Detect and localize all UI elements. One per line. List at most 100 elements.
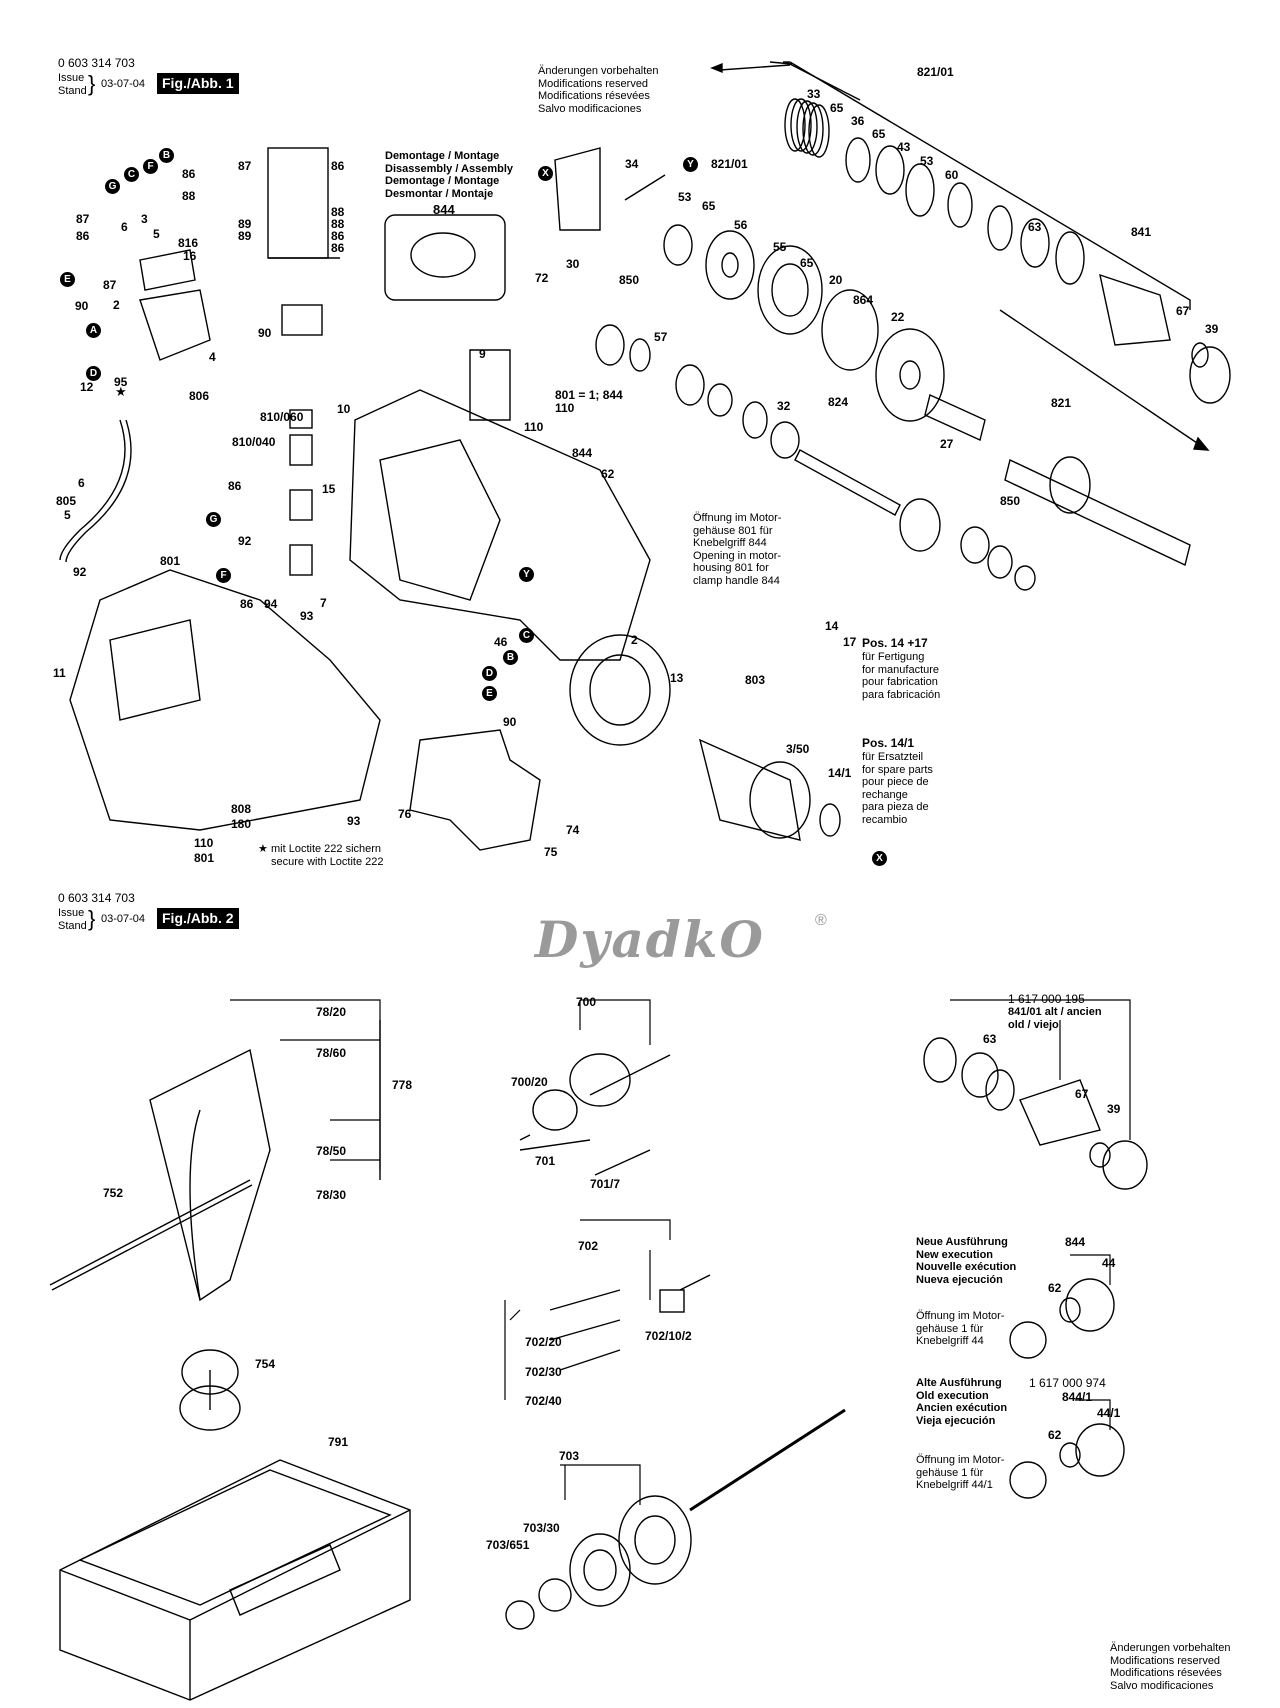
part-label: 754	[255, 1357, 276, 1371]
part-label: 78/20	[316, 1005, 347, 1019]
badge-c-motor: C	[519, 628, 534, 643]
part-label: 844	[1065, 1235, 1086, 1249]
part-label: 39	[1107, 1102, 1121, 1116]
part-label: 702/20	[525, 1335, 562, 1349]
part-label: 7	[320, 596, 327, 610]
part-label: 808	[231, 802, 252, 816]
part-label: 17	[843, 635, 857, 649]
part-label: 87	[76, 212, 90, 226]
pos14-1-title: Pos. 14/1	[862, 736, 915, 750]
part-label: 55	[773, 240, 787, 254]
part-label: 821/01	[917, 65, 954, 79]
part-label: 88	[182, 189, 196, 203]
part-label: 63	[1028, 220, 1042, 234]
part-label: 2	[113, 298, 120, 312]
part-label: 39	[1205, 322, 1219, 336]
opening-note-fig1: Öffnung im Motor- gehäuse 801 für Knebel…	[693, 512, 782, 587]
part-label: 65	[800, 256, 814, 270]
pos14-17-title: Pos. 14 +17	[862, 636, 928, 650]
part-label: 67	[1176, 304, 1190, 318]
part-label: 63	[983, 1032, 997, 1046]
part-label: 701/7	[590, 1177, 621, 1191]
part-label: 74	[566, 823, 580, 837]
loctite-star-95: ★	[115, 384, 127, 399]
part-label: 86	[228, 479, 242, 493]
part-label: 816	[178, 236, 199, 250]
badge-x: X	[538, 166, 553, 181]
part-label: 850	[619, 273, 640, 287]
badge-f: F	[143, 159, 158, 174]
part-label: 95	[114, 375, 128, 389]
part-label: 9	[479, 347, 486, 361]
part-label: 90	[258, 326, 272, 340]
part-label: 43	[897, 140, 911, 154]
part-label: 701	[535, 1154, 556, 1168]
part-label: 110	[194, 836, 214, 850]
loctite-star: ★	[258, 843, 268, 855]
part-label: 65	[872, 127, 886, 141]
part-label: 67	[1075, 1087, 1089, 1101]
part-label: 86	[240, 597, 254, 611]
part-label: 62	[601, 467, 615, 481]
part-label: 92	[238, 534, 252, 548]
part-label: 801	[194, 851, 215, 865]
issue-label-fig1: Issue Stand	[58, 72, 87, 97]
old-execution-title: Alte Ausführung Old execution Ancien exé…	[916, 1377, 1008, 1427]
part-label: 88	[331, 217, 345, 231]
disassembly-part: 844	[433, 202, 455, 217]
part-label: 86	[331, 229, 345, 243]
part-label: 78/50	[316, 1144, 347, 1158]
part-label: 93	[300, 609, 314, 623]
part-label: 3/50	[786, 742, 810, 756]
part-label: 20	[829, 273, 843, 287]
part-label: 93	[347, 814, 361, 828]
part-label: 90	[503, 715, 517, 729]
old-part-description: 841/01 alt / ancien old / viejo	[1008, 1006, 1102, 1031]
badge-b: B	[159, 148, 174, 163]
part-label: 14/1	[828, 766, 852, 780]
part-label: 94	[264, 597, 278, 611]
part-label: 841	[1131, 225, 1152, 239]
badge-g-brush: G	[206, 512, 221, 527]
modifications-note-bottom: Änderungen vorbehalten Modifications res…	[1110, 1642, 1231, 1692]
part-label: 88	[331, 205, 345, 219]
watermark-registered: ®	[815, 912, 827, 929]
brace-fig2: }	[88, 906, 96, 931]
part-label: 75	[544, 845, 558, 859]
pos14-1-text: für Ersatzteil for spare parts pour piec…	[862, 751, 933, 826]
part-label: 4	[209, 350, 216, 364]
part-label: 5	[153, 227, 160, 241]
badge-f-brush: F	[216, 568, 231, 583]
part-label: 60	[945, 168, 959, 182]
part-label: 700	[576, 995, 597, 1009]
part-label: 821/01	[711, 157, 748, 171]
badge-a: A	[86, 323, 101, 338]
part-label: 34	[625, 157, 639, 171]
part-label: 700/20	[511, 1075, 548, 1089]
part-label: 15	[322, 482, 336, 496]
part-label: 824	[828, 395, 849, 409]
part-number-fig1: 0 603 314 703	[58, 56, 135, 70]
part-label: 180	[231, 817, 252, 831]
badge-g: G	[105, 179, 120, 194]
part-label: 65	[702, 199, 716, 213]
part-label: 778	[392, 1078, 413, 1092]
disassembly-title: Demontage / Montage Disassembly / Assemb…	[385, 150, 513, 200]
part-label: 57	[654, 330, 668, 344]
part-label: 89	[238, 217, 252, 231]
part-label: 6	[121, 220, 128, 234]
part-label: 46	[494, 635, 508, 649]
part-label: 702	[578, 1239, 599, 1253]
part-label: 13	[670, 671, 684, 685]
pos14-17-text: für Fertigung for manufacture pour fabri…	[862, 651, 941, 701]
part-label: 844	[572, 446, 593, 460]
fig-label-1: Fig./Abb. 1	[157, 73, 239, 94]
part-label: 752	[103, 1186, 124, 1200]
badge-y-2: Y	[519, 567, 534, 582]
part-label: 53	[920, 154, 934, 168]
part-label: 87	[238, 159, 252, 173]
part-label: 11	[53, 666, 66, 680]
loctite-note: mit Loctite 222 sichern secure with Loct…	[271, 843, 384, 868]
part-label: 801	[160, 554, 181, 568]
part-label: 86	[331, 241, 345, 255]
